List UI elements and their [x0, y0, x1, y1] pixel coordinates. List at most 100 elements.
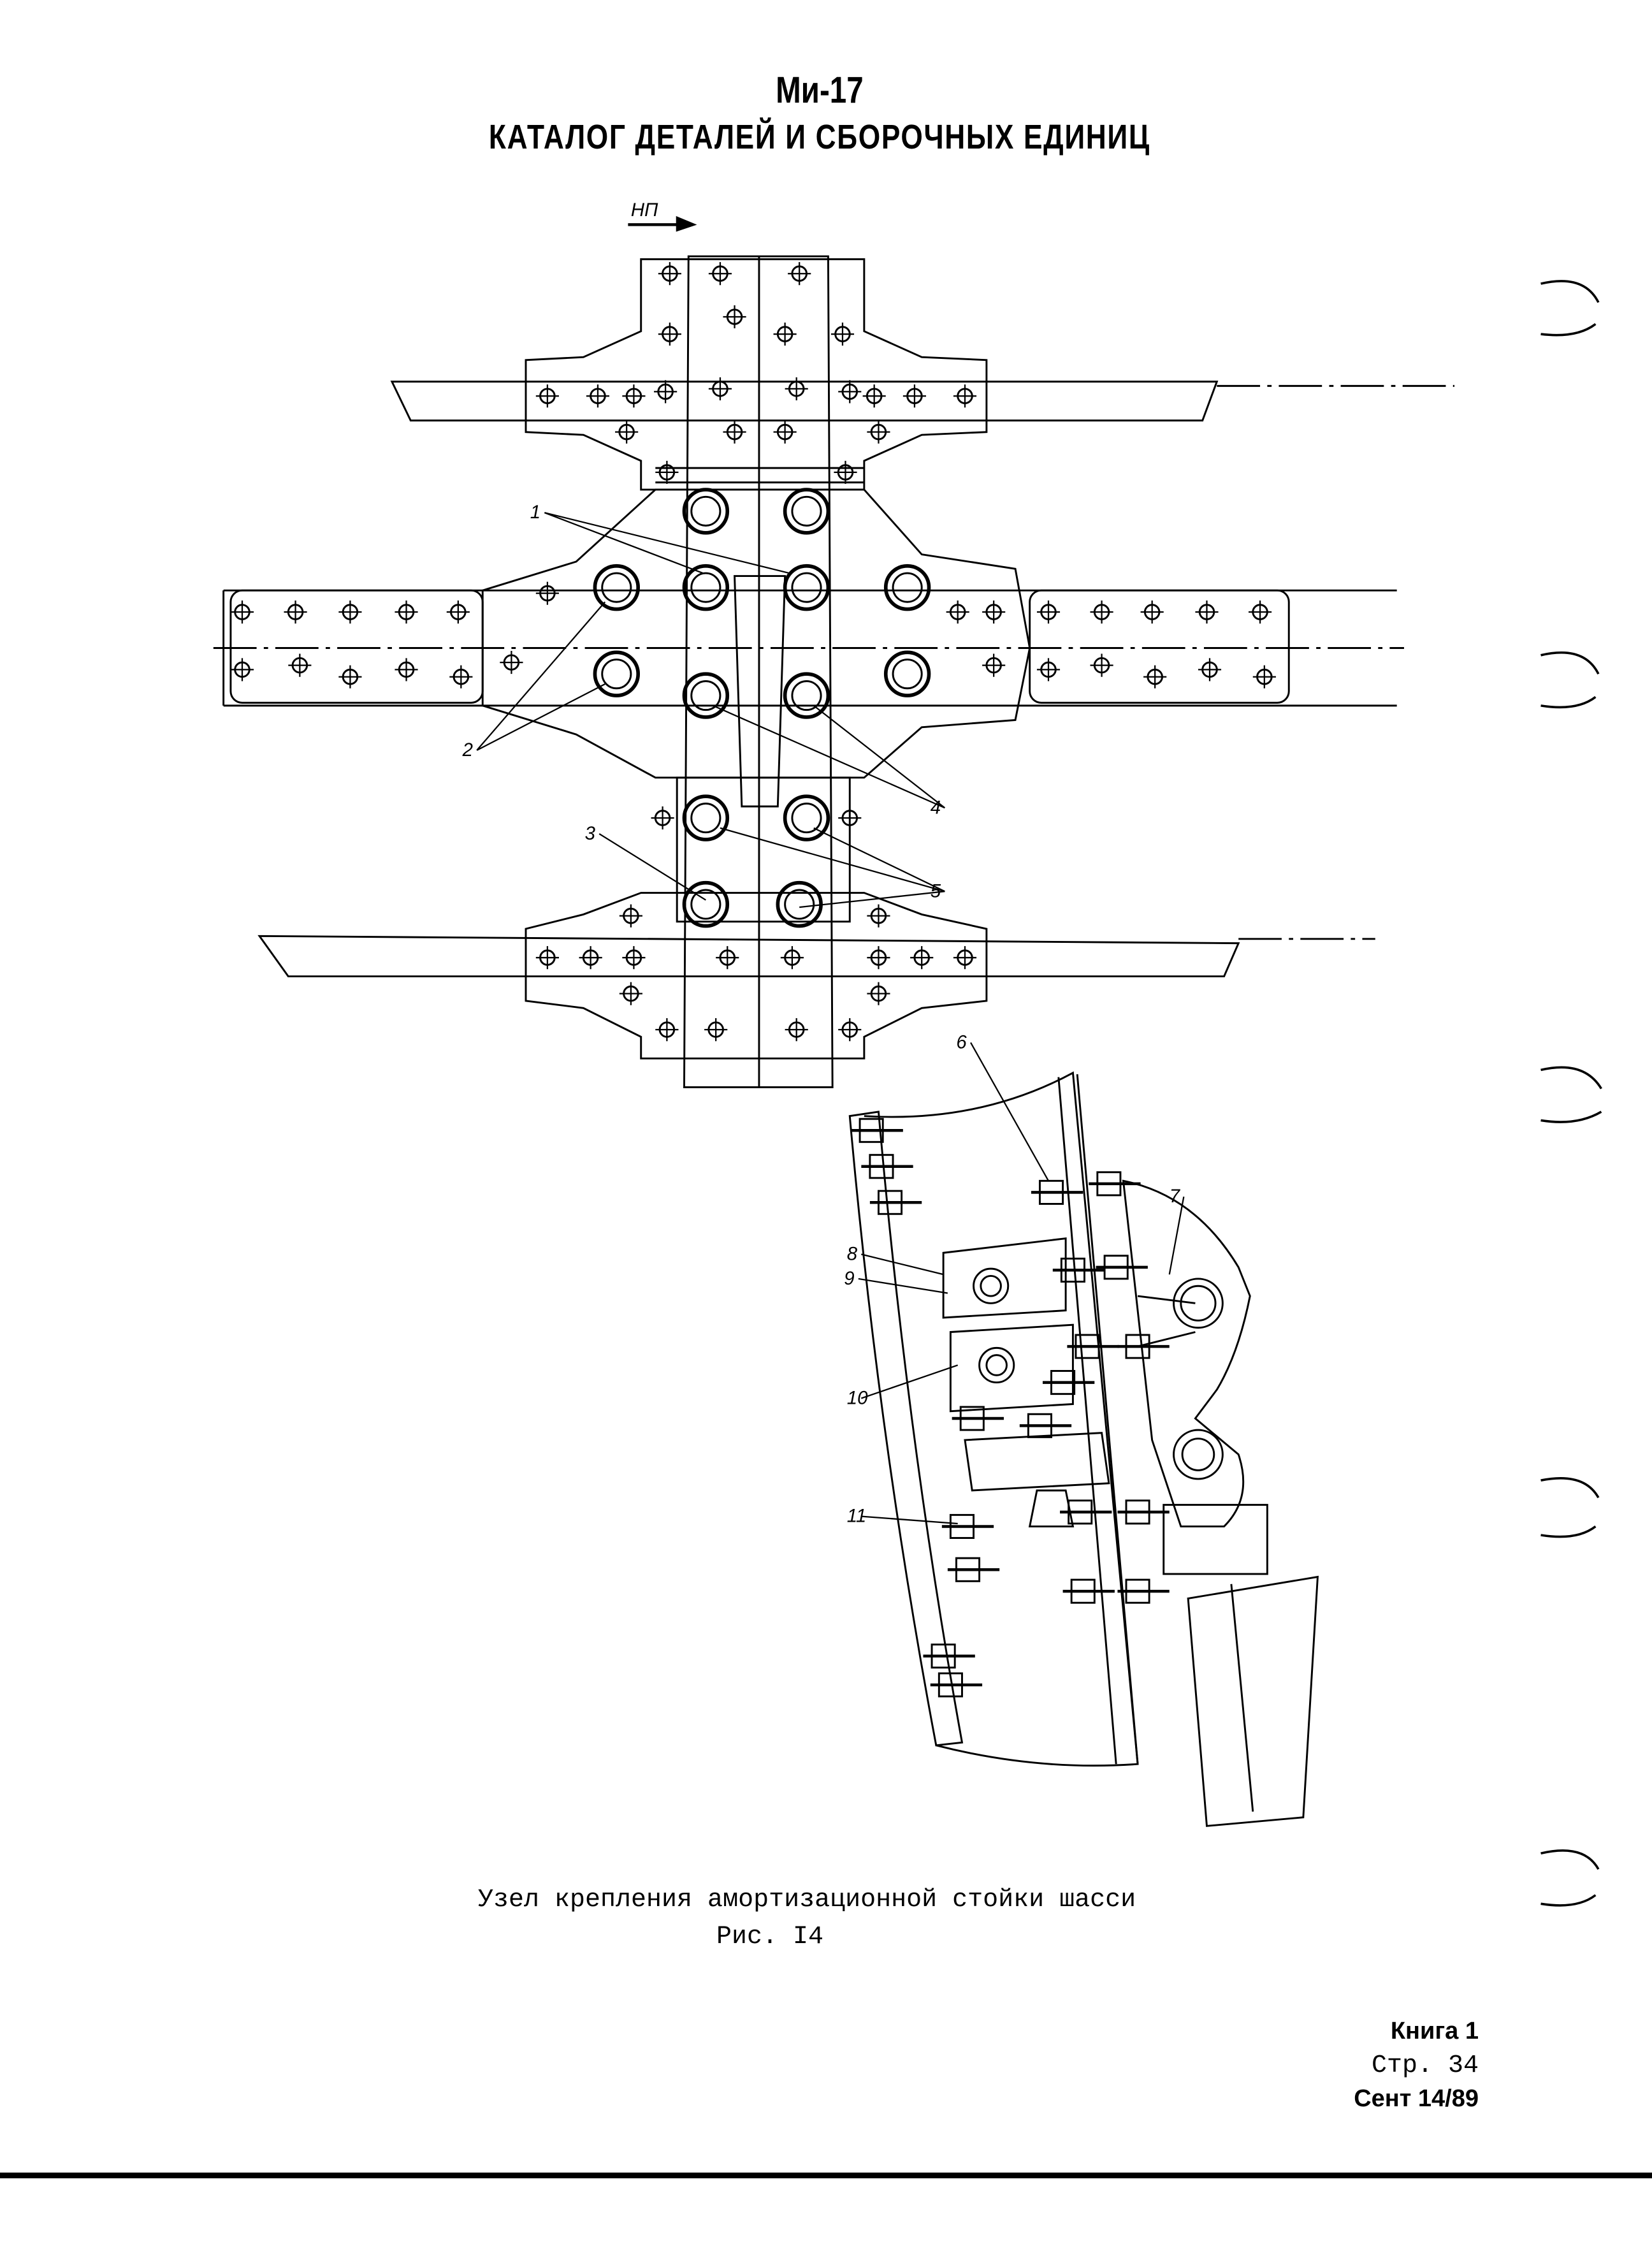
rivet-icon: [535, 946, 559, 970]
rivet-icon: [500, 651, 523, 674]
leader-line: [598, 833, 706, 901]
leader-line: [861, 1253, 944, 1276]
rivet-icon: [1143, 665, 1167, 688]
nut-icon: [1117, 1578, 1170, 1604]
binder-holes: [1540, 280, 1602, 1907]
rivet-icon: [651, 806, 674, 830]
rivet-icon: [615, 420, 639, 444]
nut-icon: [1060, 1499, 1112, 1525]
nut-icon: [861, 1154, 913, 1179]
rivet-icon: [1198, 658, 1222, 681]
rivet-icon: [838, 1018, 862, 1042]
bolt-icon: [783, 672, 830, 719]
top-assembly-view: [213, 255, 1455, 1088]
rivet-icon: [284, 600, 307, 624]
rivet-icon: [830, 323, 855, 346]
nut-icon: [1067, 1334, 1119, 1359]
leader-line: [476, 683, 605, 751]
bolt-icon: [883, 564, 931, 611]
footer-book: Книга 1: [1390, 2018, 1479, 2044]
rivet-icon: [535, 384, 559, 408]
rivet-icon: [654, 380, 677, 404]
leader-line: [861, 1515, 958, 1525]
leader-line: [720, 827, 945, 892]
side-view-strut-fitting: [848, 1071, 1319, 1827]
rivet-icon: [1036, 600, 1061, 624]
nut-icon: [923, 1643, 975, 1669]
rivet-icon: [982, 600, 1006, 624]
rivet-icon: [834, 460, 857, 484]
callout-number: 11: [847, 1506, 866, 1527]
rivet-icon: [704, 1018, 728, 1042]
rivet-icon: [658, 323, 681, 346]
callout-number: 1: [530, 502, 540, 523]
figure-number: Рис. I4: [716, 1923, 824, 1951]
rivet-icon: [288, 653, 312, 677]
nut-icon: [947, 1557, 1000, 1582]
bottom-rule: [0, 2173, 1652, 2178]
rivet-icon: [619, 904, 642, 928]
bolt-icon: [883, 650, 931, 697]
rivet-icon: [658, 262, 681, 286]
rivet-icon: [708, 377, 732, 400]
bolt-icon: [783, 488, 830, 535]
leader-line: [476, 601, 606, 751]
nut-icon: [1089, 1171, 1141, 1197]
nut-icon: [869, 1190, 922, 1215]
leader-line: [860, 1364, 959, 1399]
rivet-icon: [1036, 658, 1061, 681]
rivet-icon: [838, 380, 862, 404]
rivet-icon: [867, 420, 890, 444]
rivet-icon: [446, 600, 470, 624]
callout-number: 6: [956, 1032, 967, 1053]
nut-icon: [1052, 1257, 1105, 1283]
bolt-icon: [682, 672, 730, 719]
page-title: Ми-17: [776, 69, 864, 111]
callout-number: 10: [847, 1387, 868, 1408]
bolt-icon: [682, 880, 730, 928]
rivet-icon: [708, 262, 732, 286]
rivet-icon: [953, 946, 977, 970]
rivet-icon: [395, 658, 418, 681]
rivet-icon: [773, 420, 797, 444]
rivet-icon: [785, 377, 808, 400]
nut-icon: [930, 1672, 983, 1698]
nut-icon: [1042, 1370, 1095, 1395]
rivet-icon: [716, 946, 739, 970]
nut-icon: [1031, 1179, 1083, 1205]
leader-line: [544, 512, 790, 574]
bolt-icon: [593, 650, 641, 697]
leader-line: [713, 704, 945, 809]
bolt-icon: [783, 794, 830, 841]
rivet-icon: [338, 665, 362, 688]
rivet-icon: [1090, 653, 1113, 677]
rivet-icon: [1252, 665, 1276, 688]
callout-number: 2: [462, 739, 473, 761]
bolt-icon: [593, 564, 641, 611]
rivet-icon: [230, 658, 254, 681]
rivet-icon: [862, 384, 886, 408]
footer-page: Стр. 34: [1371, 2051, 1479, 2080]
rivet-icon: [902, 384, 926, 408]
page-subtitle: КАТАЛОГ ДЕТАЛЕЙ И СБОРОЧНЫХ ЕДИНИЦ: [488, 118, 1150, 156]
nut-icon: [941, 1513, 994, 1540]
nut-icon: [952, 1406, 1004, 1431]
rivet-icon: [586, 384, 610, 408]
callout-number: 4: [931, 797, 941, 818]
rivet-icon: [449, 665, 473, 688]
callout-number: 8: [847, 1244, 858, 1265]
rivet-icon: [395, 600, 418, 624]
rivet-icon: [655, 1018, 679, 1042]
rivet-icon: [1140, 600, 1164, 624]
direction-arrow-icon: [628, 215, 697, 232]
rivet-icon: [788, 262, 811, 286]
callout-number: 9: [844, 1268, 854, 1289]
rivet-icon: [622, 946, 646, 970]
callout-number: 3: [585, 823, 596, 844]
nut-icon: [1096, 1255, 1148, 1280]
rivet-icon: [338, 600, 362, 624]
rivet-icon: [946, 600, 969, 624]
